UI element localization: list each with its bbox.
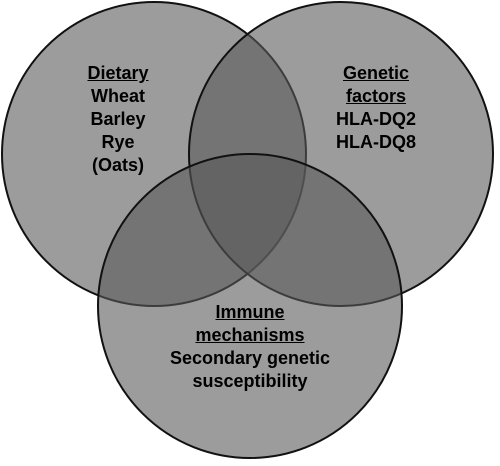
dietary-item: (Oats) bbox=[91, 155, 144, 175]
genetic-title: Genetic factors bbox=[342, 63, 410, 106]
immune-item: susceptibility bbox=[192, 371, 308, 391]
dietary-item: Rye bbox=[101, 132, 135, 152]
dietary-item: Barley bbox=[90, 109, 146, 129]
immune-items: Secondary genetic susceptibility bbox=[120, 347, 380, 393]
immune-label: Immune mechanisms Secondary genetic susc… bbox=[120, 301, 380, 393]
dietary-title: Dietary bbox=[87, 63, 149, 83]
genetic-items: HLA-DQ2 HLA-DQ8 bbox=[306, 108, 446, 154]
dietary-item: Wheat bbox=[91, 86, 145, 106]
genetic-item: HLA-DQ2 bbox=[336, 109, 416, 129]
genetic-item: HLA-DQ8 bbox=[336, 132, 416, 152]
dietary-label: Dietary Wheat Barley Rye (Oats) bbox=[48, 62, 188, 177]
circle-immune bbox=[97, 153, 403, 459]
genetic-label: Genetic factors HLA-DQ2 HLA-DQ8 bbox=[306, 62, 446, 154]
dietary-items: Wheat Barley Rye (Oats) bbox=[48, 85, 188, 177]
immune-title: Immune mechanisms bbox=[195, 302, 305, 345]
immune-item: Secondary genetic bbox=[169, 348, 331, 368]
